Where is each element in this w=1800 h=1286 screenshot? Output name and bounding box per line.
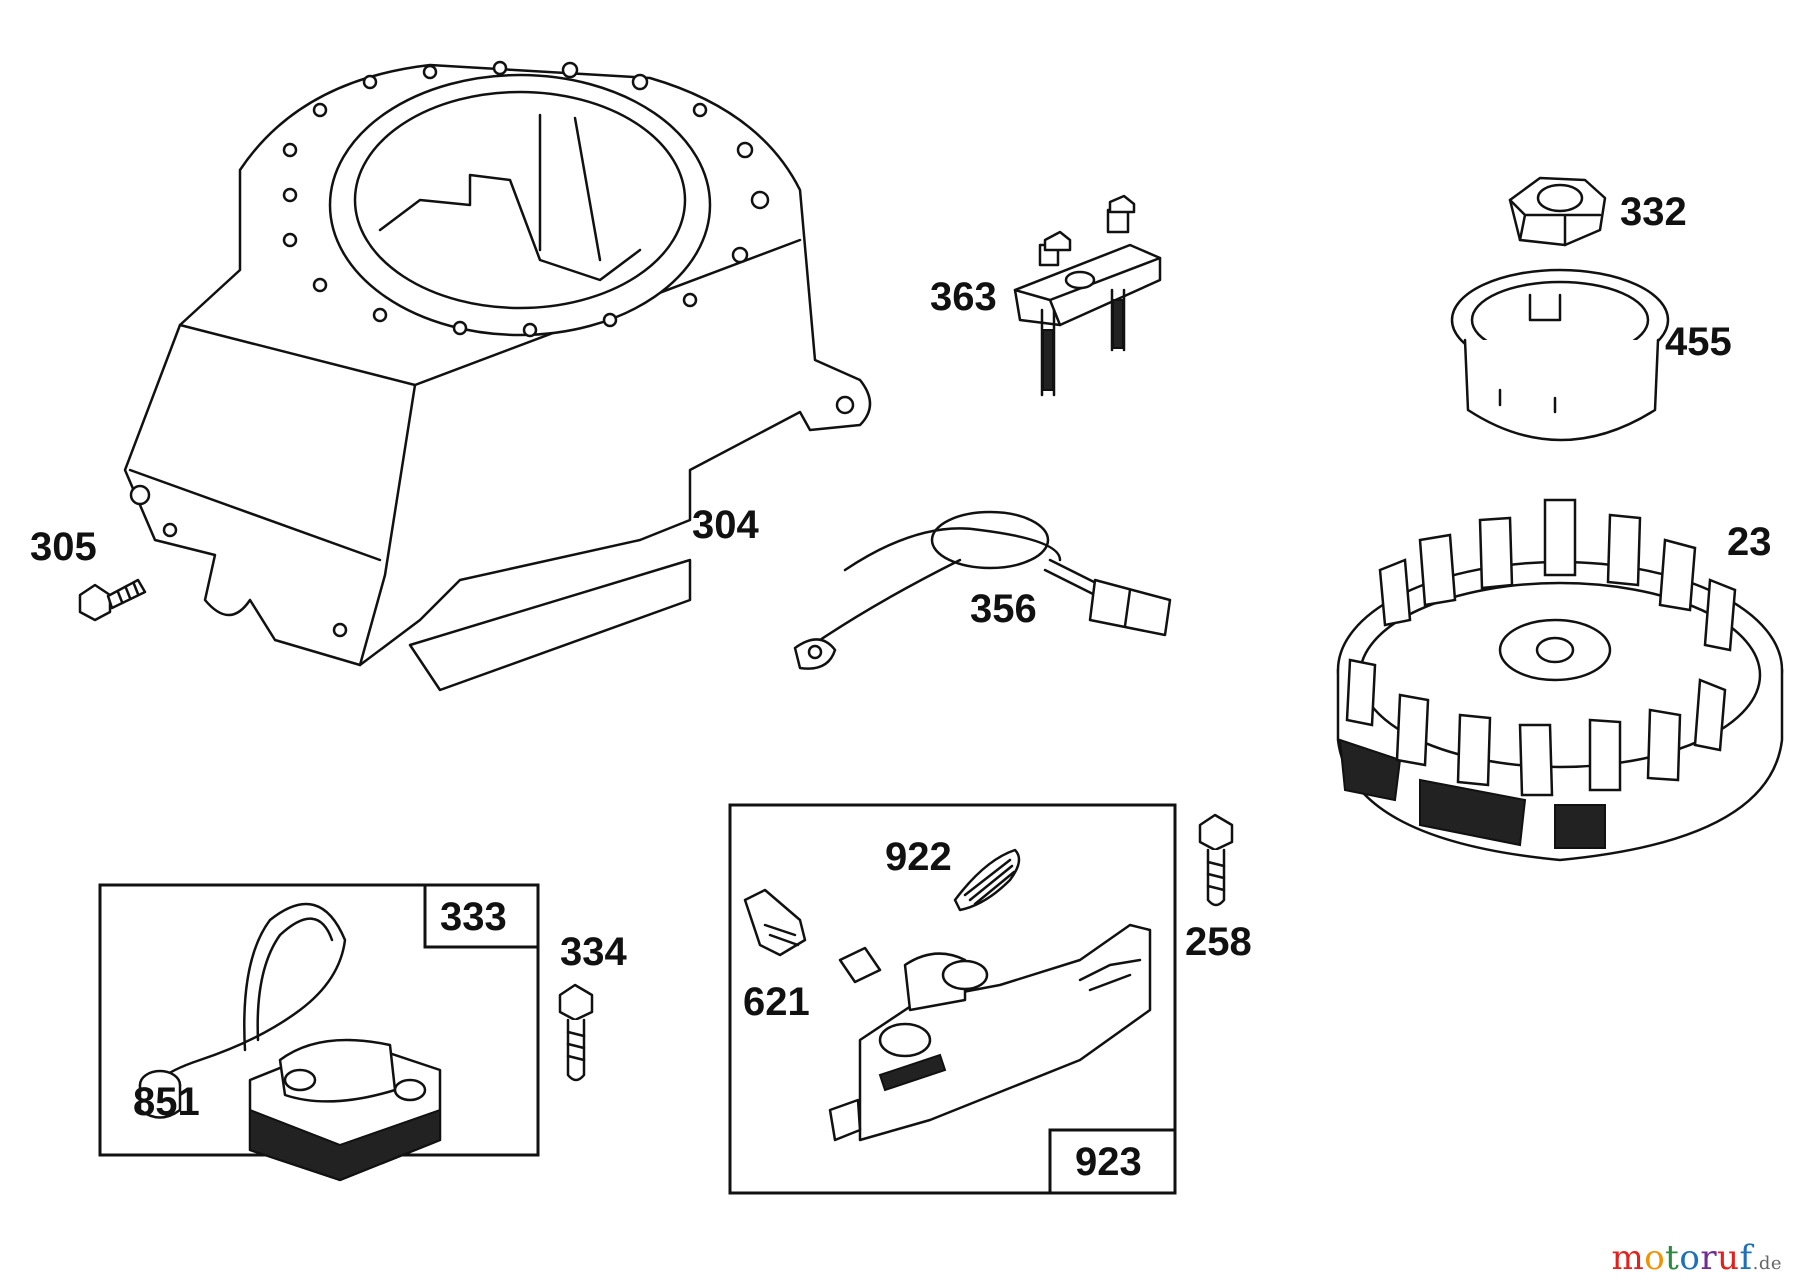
governor-box-923: [728, 803, 1177, 1195]
label-455: 455: [1665, 320, 1732, 364]
label-621: 621: [743, 980, 810, 1024]
wire-356-drawing: [793, 510, 1172, 670]
nut-332-drawing: [1508, 176, 1607, 247]
bolt-334-drawing: [558, 983, 594, 1082]
label-363: 363: [930, 275, 997, 319]
bolt-258-drawing: [1198, 813, 1234, 907]
label-304: 304: [692, 503, 759, 547]
label-333: 333: [440, 895, 507, 939]
label-23: 23: [1727, 520, 1772, 564]
logo-domain: .de: [1752, 1253, 1782, 1274]
cup-455-drawing: [1450, 268, 1670, 442]
label-922: 922: [885, 835, 952, 879]
label-923: 923: [1075, 1140, 1142, 1184]
motoruf-logo: motoruf.de: [1611, 1238, 1782, 1278]
bolt-305-drawing: [78, 578, 147, 622]
label-258: 258: [1185, 920, 1252, 964]
coil-box-333: [98, 883, 540, 1182]
label-334: 334: [560, 930, 627, 974]
bracket-363-drawing: [1013, 194, 1162, 397]
label-332: 332: [1620, 190, 1687, 234]
logo-wordmark: motoruf: [1611, 1238, 1753, 1278]
label-305: 305: [30, 525, 97, 569]
flywheel-23-drawing: [1336, 498, 1784, 862]
blower-housing-drawing: [123, 60, 872, 692]
label-851: 851: [133, 1080, 200, 1124]
label-356: 356: [970, 587, 1037, 631]
